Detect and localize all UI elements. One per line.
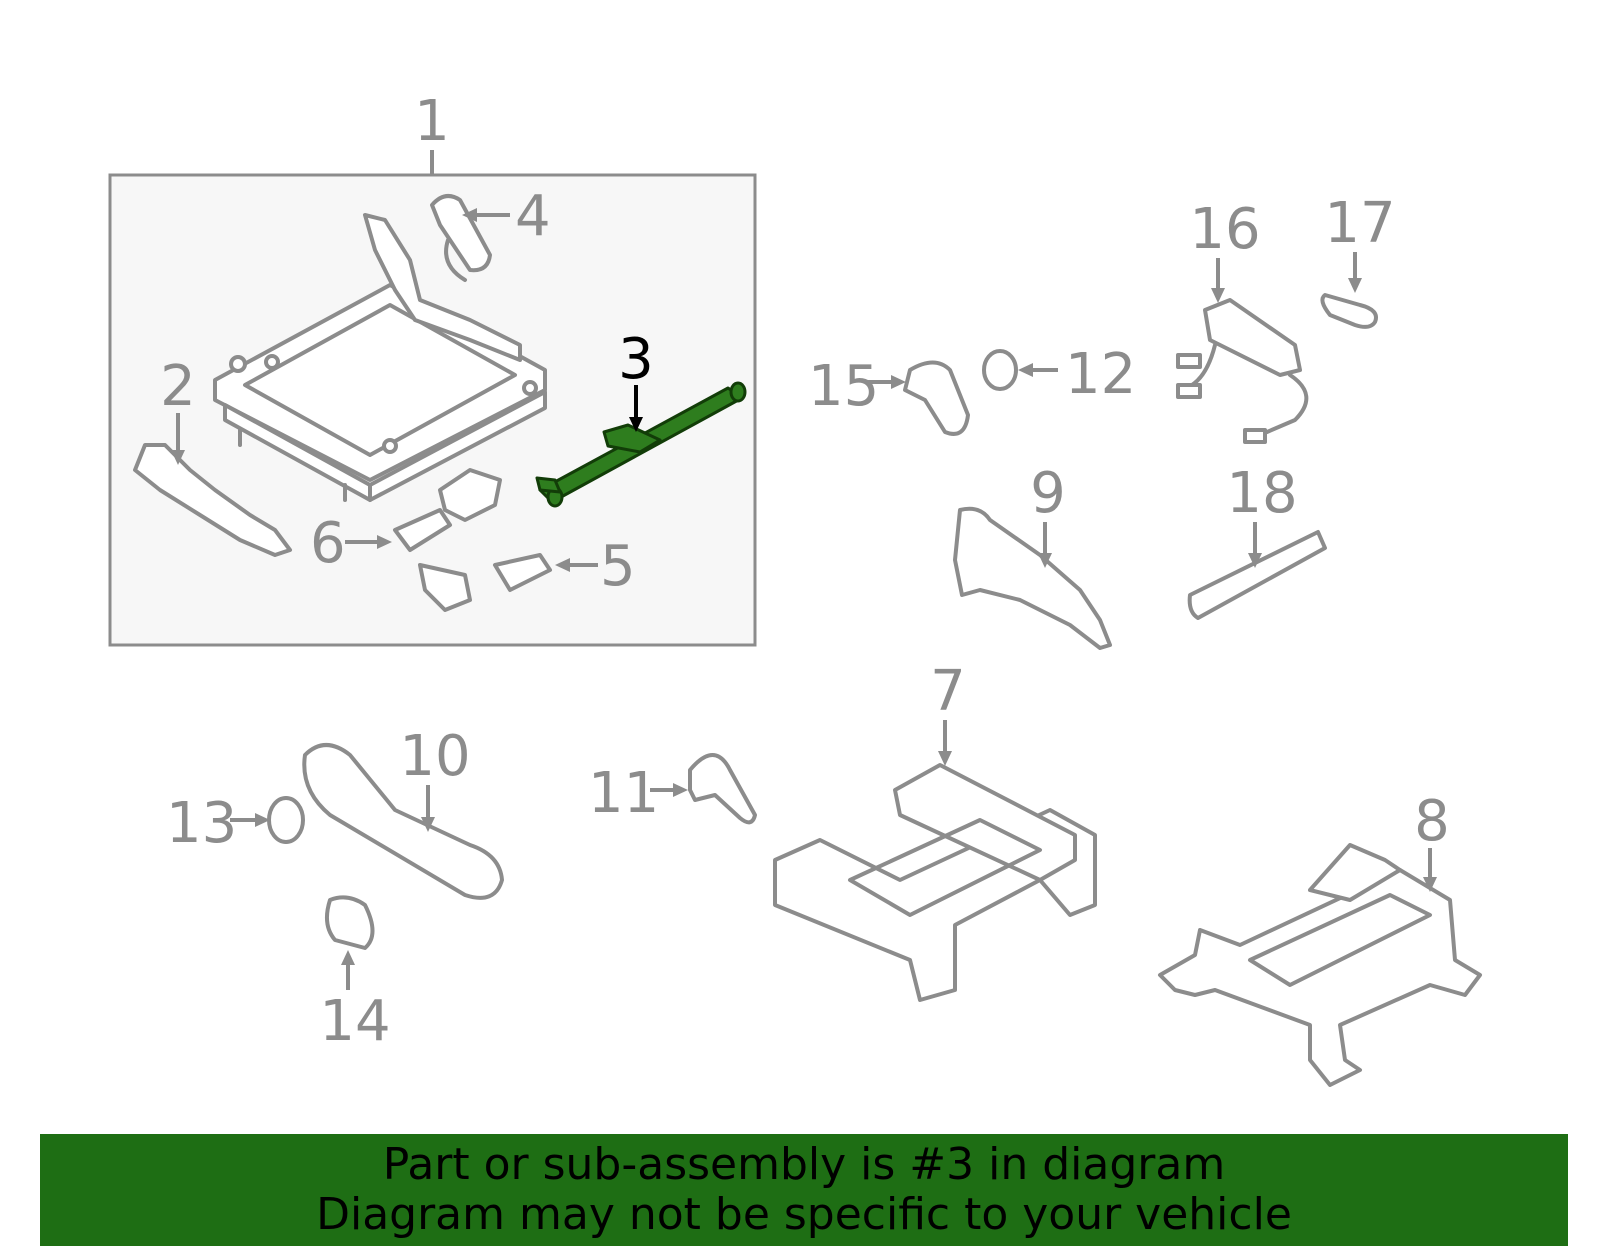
arrow-3-head [629,417,643,432]
arrow-5-head [555,558,570,572]
callout-13[interactable]: 13 [166,791,237,856]
banner-line-part-number: Part or sub-assembly is #3 in diagram [382,1139,1226,1190]
callout-5[interactable]: 5 [600,534,636,599]
part-8-drawing [1158,843,1482,1087]
part-6-drawing [393,468,502,552]
arrow-12-head [1018,363,1033,377]
callout-4[interactable]: 4 [515,184,551,249]
banner-line-disclaimer: Diagram may not be specific to your vehi… [316,1189,1292,1240]
arrow-7-head [938,751,952,766]
callout-3[interactable]: 3 [618,327,654,392]
part-2-drawing [133,443,292,557]
callout-10[interactable]: 10 [399,724,470,789]
arrow-17-head [1348,278,1362,293]
part-3-highlighted-drawing[interactable] [535,381,747,508]
callout-12[interactable]: 12 [1065,342,1136,407]
callout-7[interactable]: 7 [930,659,966,724]
arrow-9-head [1038,553,1052,568]
callout-2[interactable]: 2 [160,354,196,419]
callout-9[interactable]: 9 [1030,461,1066,526]
info-banner: Part or sub-assembly is #3 in diagram Di… [40,1134,1568,1246]
arrow-13-head [255,813,270,827]
callout-14[interactable]: 14 [319,989,390,1054]
part-4-drawing [430,194,492,282]
seat-frame-drawing [213,213,547,502]
part-17-drawing [1320,293,1378,329]
part-5-drawing [418,553,552,612]
part-12-drawing [982,349,1018,391]
callout-15[interactable]: 15 [808,354,879,419]
arrow-8-head [1423,877,1437,892]
arrow-4-head [462,208,477,222]
callout-16[interactable]: 16 [1189,197,1260,262]
arrow-2-head [171,450,185,465]
callout-18[interactable]: 18 [1226,461,1297,526]
arrow-16-head [1211,288,1225,303]
callout-6[interactable]: 6 [310,511,346,576]
part-7-drawing [773,763,1097,1002]
part-11-drawing [688,753,757,825]
part-16-drawing [1176,298,1309,444]
callout-17[interactable]: 17 [1324,191,1395,256]
callout-8[interactable]: 8 [1414,789,1450,854]
arrow-11-head [673,783,688,797]
arrow-14-head [341,950,355,965]
arrow-15-head [891,375,906,389]
arrow-18-head [1248,553,1262,568]
part-13-drawing [267,796,305,844]
callout-1[interactable]: 1 [414,89,450,154]
arrow-6-head [377,535,392,549]
part-10-drawing [302,743,504,900]
callout-11[interactable]: 11 [588,761,659,826]
part-14-drawing [324,895,375,950]
part-15-drawing [903,360,970,436]
part-9-drawing [953,506,1112,650]
part-18-drawing [1187,530,1327,620]
arrow-10-head [421,817,435,832]
